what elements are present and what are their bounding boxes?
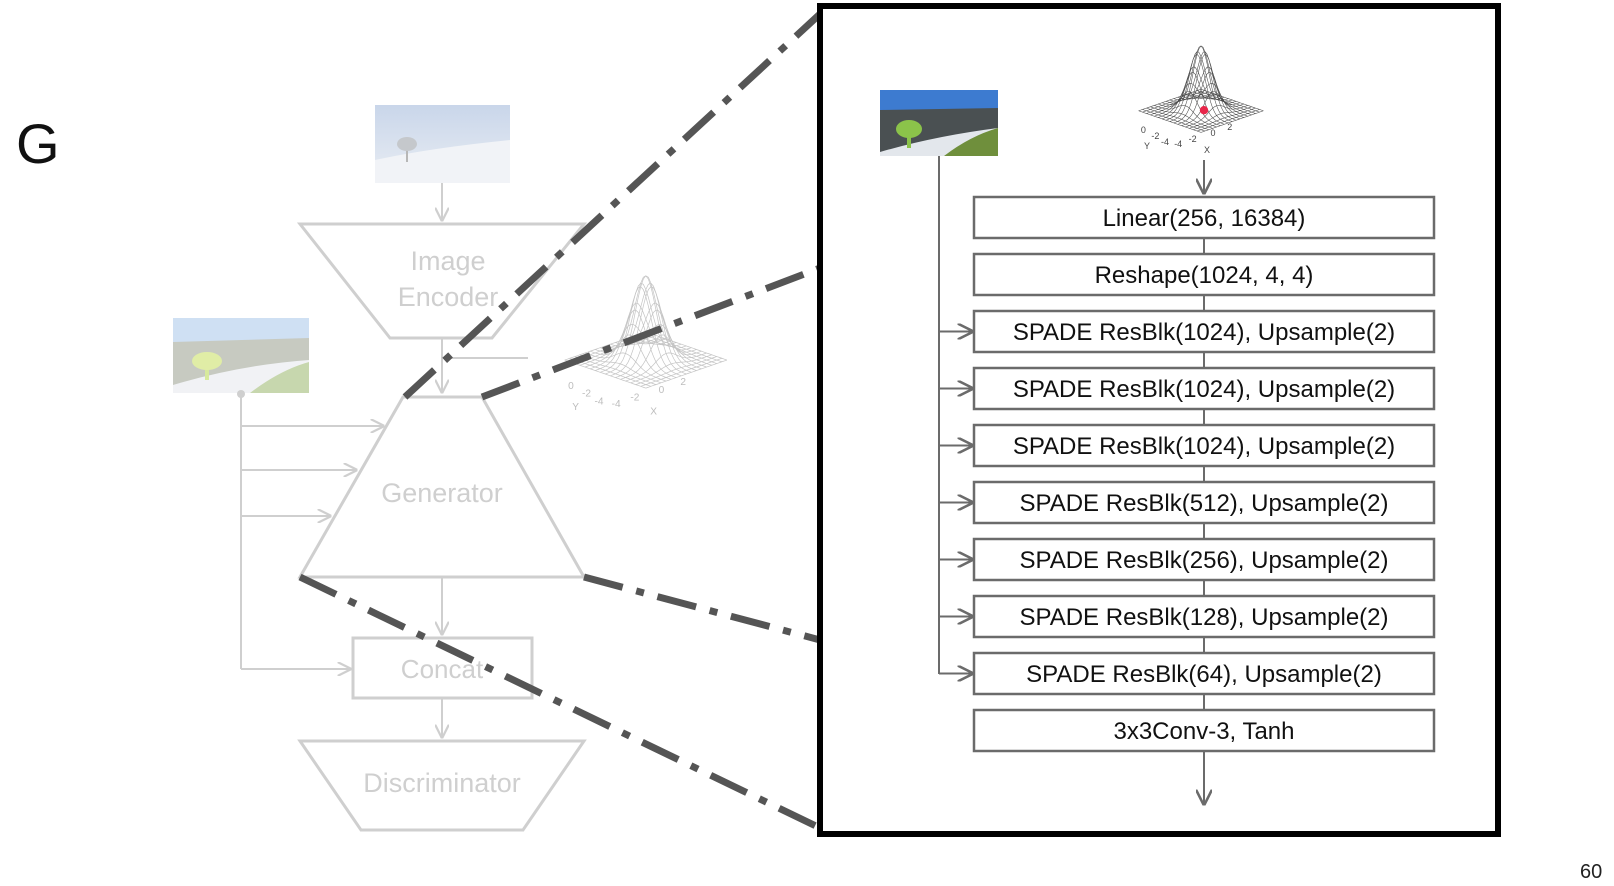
axis-tick-label: -2 <box>1151 131 1159 141</box>
image-encoder-block <box>296 222 588 340</box>
photo-thumbnail <box>375 105 510 183</box>
axis-tick-label: -4 <box>1161 137 1169 147</box>
layer-box <box>972 252 1436 297</box>
layer-label: SPADE ResBlk(1024), Upsample(2) <box>1013 376 1395 403</box>
axis-tick-label: 0 <box>1210 128 1215 138</box>
surface-gridline <box>1150 106 1213 129</box>
axis-title: Y <box>572 402 579 413</box>
surface-gridline <box>584 352 667 382</box>
axis-tick-label: 2 <box>1227 122 1232 132</box>
surface-gridline <box>1189 106 1252 129</box>
layer-stack: Linear(256, 16384) Reshape(1024, 4, 4) SPA… <box>939 195 1436 753</box>
page-number: 60 <box>1580 861 1603 883</box>
layer-box <box>972 537 1436 582</box>
surface-gridline <box>1154 105 1217 128</box>
generator-label: Generator <box>381 478 503 508</box>
surface-gridline <box>1146 107 1209 130</box>
surface-gridline <box>610 282 692 373</box>
axis-title: X <box>1204 145 1210 155</box>
surface-gridline <box>569 357 651 387</box>
layer-label: SPADE ResBlk(1024), Upsample(2) <box>1013 319 1395 346</box>
surface-gridline <box>605 275 687 375</box>
axis-tick-label: -2 <box>582 389 591 400</box>
axis-tick-label: -2 <box>1189 134 1197 144</box>
axis-tick-label: -2 <box>630 393 639 404</box>
axis-title: X <box>650 407 657 418</box>
zoom-segmentation-map <box>880 90 998 156</box>
surface-gridline <box>1177 72 1241 125</box>
discriminator-block <box>297 739 587 832</box>
axis-tick-label: 0 <box>568 381 574 392</box>
layer-box <box>972 594 1436 639</box>
zoom-line-top-right <box>480 264 822 401</box>
axis-tick-label: -4 <box>612 399 621 410</box>
surface-gridline <box>574 356 657 385</box>
surface-gridline <box>1197 109 1260 132</box>
surface-gridline <box>635 356 717 385</box>
surface-gridline <box>615 309 697 378</box>
surface-gridline <box>1200 110 1264 133</box>
layer-box <box>972 651 1436 696</box>
axis-tick-label: 0 <box>659 385 665 396</box>
axis-tick-label: -4 <box>594 397 603 408</box>
axis-tick-label: -4 <box>1174 139 1182 149</box>
surface-gridline <box>1169 45 1233 122</box>
layer-label: SPADE ResBlk(128), Upsample(2) <box>1019 604 1388 631</box>
surface-gridline <box>630 354 712 384</box>
layer-label: 3x3Conv-3, Tanh <box>1113 718 1294 745</box>
surface-gridline <box>1142 109 1205 132</box>
surface-gridline <box>1193 107 1256 130</box>
encoder-label-line1: Image <box>410 246 485 276</box>
layer-box <box>972 480 1436 525</box>
axis-tick-label: 2 <box>680 377 686 388</box>
discriminator-label: Discriminator <box>363 768 521 798</box>
axis-title: Y <box>1144 141 1150 151</box>
surface-gridline <box>1161 72 1225 125</box>
zoom-guides <box>298 11 823 832</box>
layer-label: SPADE ResBlk(512), Upsample(2) <box>1019 490 1388 517</box>
surface-gridline <box>1138 110 1202 133</box>
surface-gridline <box>1185 105 1248 128</box>
layer-label: Reshape(1024, 4, 4) <box>1095 262 1314 289</box>
layer-box <box>972 309 1436 354</box>
zoom-line-top-left <box>402 11 823 400</box>
surface-gridline <box>1181 91 1244 126</box>
surface-gridline <box>600 282 682 373</box>
layer-label: SPADE ResBlk(1024), Upsample(2) <box>1013 433 1395 460</box>
layer-label: SPADE ResBlk(64), Upsample(2) <box>1026 661 1382 688</box>
surface-gridline <box>625 352 707 382</box>
surface-gridline <box>564 359 646 389</box>
slide-letter: G <box>16 112 60 175</box>
axis-tick-label: 0 <box>1141 125 1146 135</box>
surface-gridline <box>579 354 662 384</box>
zoom-line-bottom-left <box>298 573 822 832</box>
surface-gridline <box>645 359 728 389</box>
layer-label: Linear(256, 16384) <box>1103 205 1306 232</box>
latent-sample-dot <box>1199 106 1209 115</box>
layer-label: SPADE ResBlk(256), Upsample(2) <box>1019 547 1388 574</box>
surface-gridline <box>620 334 702 380</box>
layer-box <box>972 423 1436 468</box>
zoom-line-bottom-right <box>583 573 821 644</box>
surface-gridline <box>589 334 672 380</box>
encoder-label-line2: Encoder <box>398 282 499 312</box>
segmentation-map-thumbnail <box>173 318 309 393</box>
surface-gridline <box>1158 91 1221 126</box>
layer-box <box>972 366 1436 411</box>
layer-box <box>972 195 1436 240</box>
surface-gridline <box>640 357 722 387</box>
